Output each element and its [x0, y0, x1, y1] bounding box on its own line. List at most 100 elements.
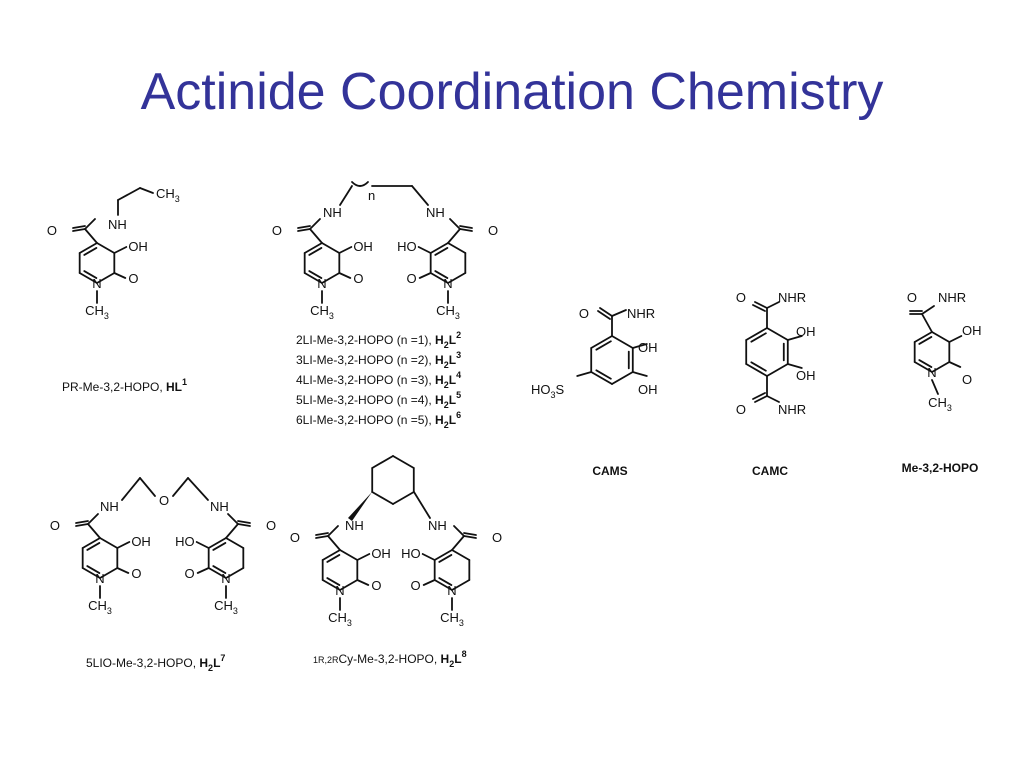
amide-nh-bond [309, 218, 321, 230]
methyl-label: CH3 [85, 303, 109, 321]
amide-nh-bond [227, 513, 239, 525]
amide-bond [447, 228, 461, 244]
ring-double-bond [595, 340, 612, 351]
amide-nh-bond [84, 218, 96, 230]
ring-bond [447, 242, 467, 254]
carbonyl-double [315, 532, 329, 536]
ring-nitrogen-label: N [447, 583, 456, 598]
nhr-label: NHR [627, 306, 655, 321]
ring-bond [590, 371, 613, 385]
amide-nh-bond [449, 218, 461, 230]
oxygen-label: O [266, 518, 276, 533]
ring-carbonyl [948, 361, 962, 368]
ring-carbonyl [422, 579, 436, 586]
linker-bond [411, 185, 429, 206]
ring-carbonyl [338, 272, 352, 279]
ring-nitrogen-label: N [927, 365, 936, 380]
ring-double-bond [434, 270, 449, 279]
ether-oxygen-label: O [159, 493, 169, 508]
amide-bond [87, 523, 101, 539]
caption-lio: 5LIO-Me-3,2-HOPO, H2L7 [86, 653, 225, 673]
ring-oxygen-label: O [411, 578, 421, 593]
ring-bond [96, 272, 116, 284]
ring-double-bond [326, 554, 341, 563]
ring-bond [766, 327, 789, 341]
hydroxy-bond [421, 553, 436, 561]
caption-li-3: 3LI-Me-3,2-HOPO (n =2), H2L3 [296, 350, 461, 370]
amide-nh-bond [766, 395, 780, 403]
ring-carbonyl [418, 272, 432, 279]
carbonyl-double [459, 225, 473, 229]
carbonyl-bond [754, 301, 768, 309]
nh-left-label: NH [323, 205, 342, 220]
repeat-bracket [351, 181, 369, 187]
amide-bond [309, 228, 323, 244]
ring-double-bond [918, 359, 933, 368]
ring-nitrogen-label: N [317, 276, 326, 291]
ring-double-bond [750, 361, 767, 372]
oxygen-label: O [290, 530, 300, 545]
ring-nitrogen-label: N [443, 276, 452, 291]
hydroxy-bond [116, 541, 131, 549]
oxygen-label: O [47, 223, 57, 238]
oxygen-label: O [492, 530, 502, 545]
ring-double-bond [86, 565, 101, 574]
ring-double-bond [212, 542, 227, 551]
methyl-label: CH3 [440, 610, 464, 628]
amide-bond [84, 228, 98, 244]
ring-carbonyl [116, 567, 130, 574]
ring-bond [78, 272, 98, 284]
ring-nitrogen-label: N [221, 571, 230, 586]
ring-bond [371, 491, 394, 505]
carbonyl-oxygen-bottom: O [736, 402, 746, 417]
ring-nitrogen-label: N [92, 276, 101, 291]
ring-carbonyl [196, 567, 210, 574]
ring-bond [371, 455, 394, 469]
caption-me-hopo: Me-3,2-HOPO [902, 461, 979, 475]
amide-nh-bond [87, 513, 99, 525]
amide-nh-bond [921, 305, 935, 315]
amide-bond [451, 535, 465, 551]
amide-nh-bond [453, 525, 465, 537]
linker-bond [121, 477, 141, 501]
ring-bond [321, 242, 341, 254]
ring-bond [611, 371, 634, 385]
hydroxy-label: OH [131, 534, 151, 549]
ring-carbonyl [356, 579, 370, 586]
ring-bond [590, 335, 613, 349]
methyl-label: CH3 [88, 598, 112, 616]
ring-double-bond [83, 270, 98, 279]
methyl-label: CH3 [310, 303, 334, 321]
ring-bond [745, 327, 768, 341]
ring-bond [96, 242, 116, 254]
carbonyl-double [237, 520, 251, 524]
hydroxy-label: HO [397, 239, 417, 254]
hydroxy-bond [113, 246, 128, 254]
ring-bond [931, 331, 951, 343]
amide-bond [327, 535, 341, 551]
ring-oxygen-label: O [962, 372, 972, 387]
nh-left-label: NH [100, 499, 119, 514]
carbonyl-bond [297, 228, 311, 232]
ring-bond [913, 331, 933, 343]
hydroxy-label: OH [371, 546, 391, 561]
amide-nh-bond [327, 525, 339, 537]
terminal-methyl-label: CH3 [156, 186, 180, 204]
ring-double-bond [308, 247, 323, 256]
ring-double-bond [308, 270, 323, 279]
hydroxy-label: OH [128, 239, 148, 254]
ring-double-bond [212, 565, 227, 574]
methyl-label: CH3 [328, 610, 352, 628]
ring-double-bond [326, 577, 341, 586]
ring-bond [745, 363, 768, 377]
ring-bond [99, 537, 119, 549]
carbonyl-double [752, 304, 766, 312]
carbonyl-bond [237, 523, 251, 527]
repeat-n-label: n [368, 188, 375, 203]
